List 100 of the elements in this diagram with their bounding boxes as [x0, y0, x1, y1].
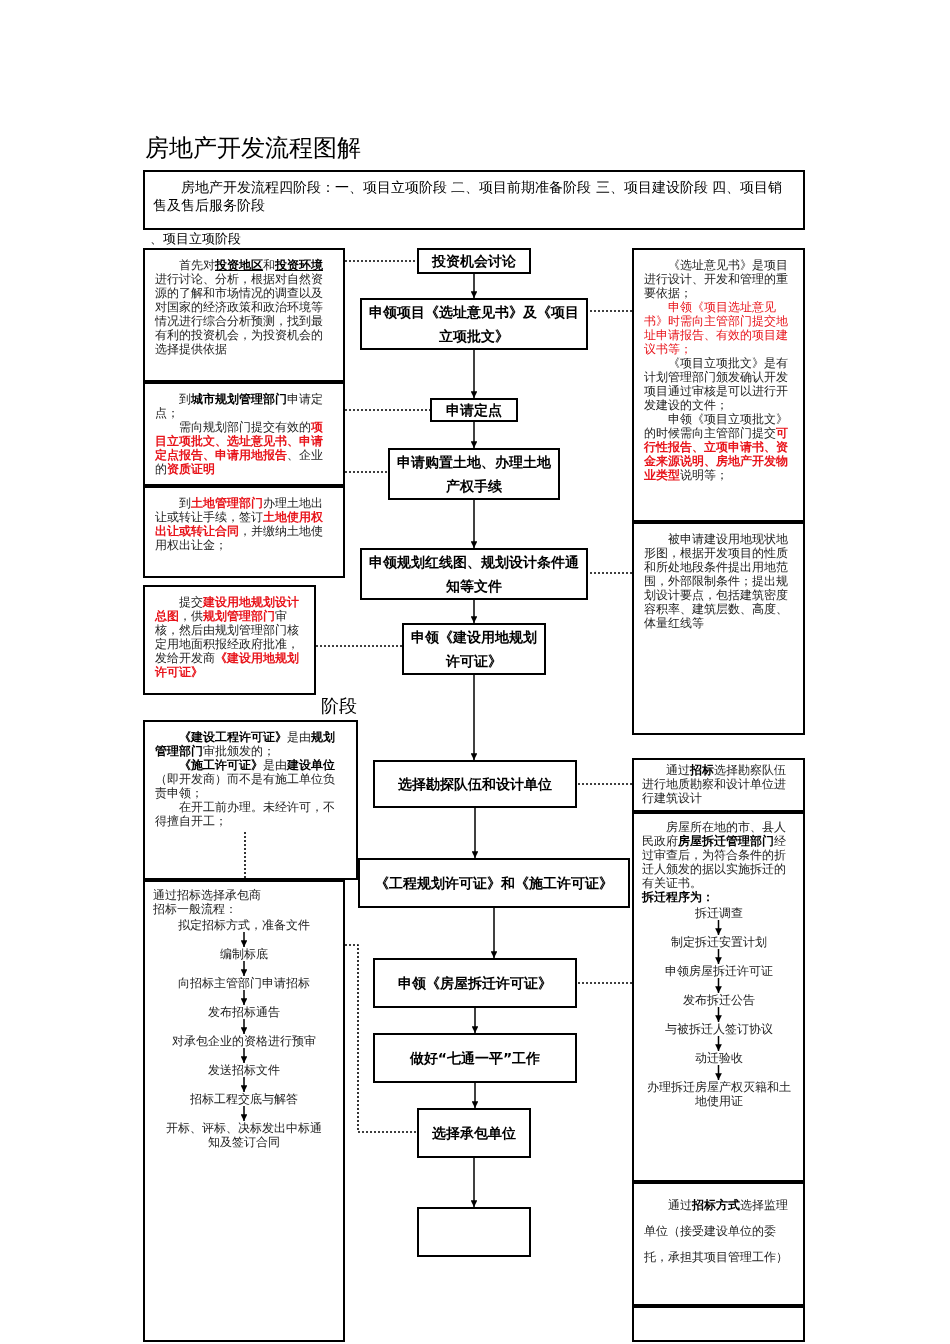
arrow: [470, 1157, 478, 1208]
process-label: 选择承包单位: [432, 1124, 516, 1143]
flow-step: 制定拆迁安置计划: [670, 935, 767, 949]
note-paragraph: 《项目立项批文》是有计划管理部门颁发确认开发项目通过审核是可以进行开发建设的文件；: [644, 356, 789, 412]
note-paragraph: 通过招标选择勘察队伍进行地质勘察和设计单位进行建筑设计: [642, 763, 787, 805]
flow-step: 对承包企业的资格进行预审: [172, 1034, 316, 1048]
arrow: [470, 499, 478, 549]
note-paragraph: 需向规划部门提交有效的项目立项批文、选址意见书、申请定点报告、申请用地报告、企业的资质证明: [155, 420, 324, 476]
note-box: [632, 248, 805, 522]
process-label: 申领规划红线图、规划设计条件通知等文件: [368, 553, 580, 596]
process-box: [417, 1108, 531, 1158]
arrow: [715, 1006, 722, 1023]
process-box: [402, 623, 546, 675]
note-box: [632, 522, 805, 735]
process-label: 申领《房屋拆迁许可证》: [398, 974, 552, 993]
flow-step: 发布拆迁公告: [682, 993, 755, 1007]
process-label: 申请定点: [446, 401, 502, 420]
arrow: [240, 931, 248, 948]
process-label: 选择勘探队伍和设计单位: [398, 775, 552, 794]
empty-box: [632, 1306, 805, 1342]
leader-line: [576, 783, 633, 785]
note-paragraph: 到城市规划管理部门申请定点；: [155, 392, 324, 420]
note-paragraph: 申领《项目立项批文》的时候需向主管部门提交可行性报告、立项申请书、资金来源说明、房地产开发物业类型说明等；: [644, 412, 789, 482]
note-paragraph: 招标一般流程：: [153, 902, 237, 916]
section-heading: 阶段: [321, 697, 357, 715]
process-label: 申请购置土地、办理土地产权手续: [396, 453, 552, 496]
note-box: [143, 486, 345, 578]
empty-box: [417, 1207, 531, 1257]
flow-step: 招标工程交底与解答: [190, 1092, 298, 1106]
process-box: [417, 248, 531, 274]
arrow: [715, 919, 722, 936]
arrow: [490, 907, 498, 959]
flow-step: 开标、评标、决标发出中标通知及签订合同: [164, 1121, 324, 1149]
process-box: [430, 398, 518, 422]
leader-line: [587, 310, 633, 312]
arrow: [715, 948, 722, 965]
leader-line: [344, 944, 418, 1133]
arrow: [240, 989, 248, 1006]
process-label: 申领项目《选址意见书》及《项目立项批文》: [368, 303, 580, 346]
process-label: 投资机会讨论: [432, 252, 516, 271]
note-paragraph: 《选址意见书》是项目进行设计、开发和管理的重要依据；: [644, 258, 789, 300]
note-paragraph: 通过招标方式选择监理单位（接受建设单位的委托，承担其项目管理工作）: [644, 1197, 789, 1266]
flow-step: 向招标主管部门申请招标: [178, 976, 310, 990]
flow-step: 拆迁调查: [694, 906, 743, 920]
note-paragraph: 提交建设用地规划设计总图，供规划管理部门审核，然后由规划管理部门核定用地面积报经政府批准，发给开发商《建设用地规划许可证》: [155, 595, 300, 679]
flow-step: 发送招标文件: [208, 1063, 280, 1077]
note-paragraph: 被申请建设用地现状地形图，根据开发项目的性质和所处地段条件提出用地范围，外部限制条件；提出规划设计要点，包括建筑密度容积率、建筑层数、高度、体量红线等: [644, 532, 789, 630]
note-paragraph: 首先对投资地区和投资环境进行讨论、分析，根据对自然资源的了解和市场情况的调查以及对国家的经济政策和政治环境等情况进行综合分析预测，找到最有利的投资机会，为投资机会的选择提供依据: [155, 258, 324, 356]
process-label: 申领《建设用地规划许可证》: [410, 628, 538, 671]
intro-text: 房地产开发流程四阶段：一、项目立项阶段 二、项目前期准备阶段 三、项目建设阶段 四、项目销售及售后服务阶段: [153, 178, 784, 214]
flow-step: 申领房屋拆迁许可证: [664, 964, 773, 978]
note-box: [632, 758, 805, 812]
arrow: [240, 1105, 248, 1122]
process-box: [373, 760, 577, 808]
process-box: [373, 958, 577, 1008]
leader-line: [315, 645, 403, 647]
arrow: [240, 1047, 248, 1064]
arrow: [471, 807, 479, 859]
arrow: [715, 1064, 722, 1081]
note-paragraph: 在开工前办理。未经许可，不得擅自开工；: [155, 800, 336, 828]
note-box: [143, 585, 316, 695]
flow-step: 与被拆迁人签订协议: [664, 1022, 773, 1036]
arrow: [471, 1007, 479, 1034]
process-box: [373, 1033, 577, 1083]
arrow: [470, 421, 478, 449]
flow-step: 办理拆迁房屋产权灭籍和土地使用证: [642, 1080, 795, 1108]
note-paragraph: 房屋所在地的市、县人民政府房屋拆迁管理部门经过审查后，为符合条件的折迁人颁发的据以实施拆迁的有关证书。: [642, 820, 787, 890]
flow-step: 拟定招标方式，准备文件: [178, 918, 310, 932]
arrow: [471, 1082, 479, 1109]
arrow: [470, 349, 478, 399]
leader-line: [244, 831, 246, 881]
arrow: [240, 960, 248, 977]
note-paragraph: 拆迁程序为：: [642, 890, 714, 904]
note-paragraph: 《建设工程许可证》是由规划管理部门审批颁发的；: [155, 730, 336, 758]
process-box: [360, 548, 588, 600]
process-box: [360, 298, 588, 350]
note-box: [632, 1182, 805, 1306]
leader-line: [344, 409, 431, 411]
intro-box: [143, 170, 805, 230]
leader-line: [587, 572, 633, 574]
section-heading: 、项目立项阶段: [150, 232, 241, 245]
note-paragraph: 申领《项目选址意见书》时需向主管部门提交地址申请报告、有效的项目建议书等；: [644, 300, 789, 356]
arrow: [470, 674, 478, 761]
flow-step: 发布招标通告: [208, 1005, 280, 1019]
page-title: 房地产开发流程图解: [145, 133, 361, 163]
arrow: [470, 599, 478, 624]
note-box: [143, 720, 358, 880]
note-box: [632, 812, 805, 1182]
note-box: [143, 382, 345, 486]
note-paragraph: 通过招标选择承包商: [153, 888, 261, 902]
process-box: [358, 858, 630, 908]
leader-line: [344, 260, 418, 262]
note-box: [143, 248, 345, 382]
leader-line: [576, 982, 633, 984]
note-paragraph: 《施工许可证》是由建设单位（即开发商）而不是有施工单位负责申领；: [155, 758, 336, 800]
arrow: [470, 273, 478, 299]
note-paragraph: 到土地管理部门办理土地出让或转让手续，签订土地使用权出让或转让合同，并缴纳土地使用权出让金；: [155, 496, 324, 552]
process-label: 《工程规划许可证》和《施工许可证》: [375, 874, 613, 893]
arrow: [715, 1035, 722, 1052]
flow-step: 编制标底: [220, 947, 268, 961]
